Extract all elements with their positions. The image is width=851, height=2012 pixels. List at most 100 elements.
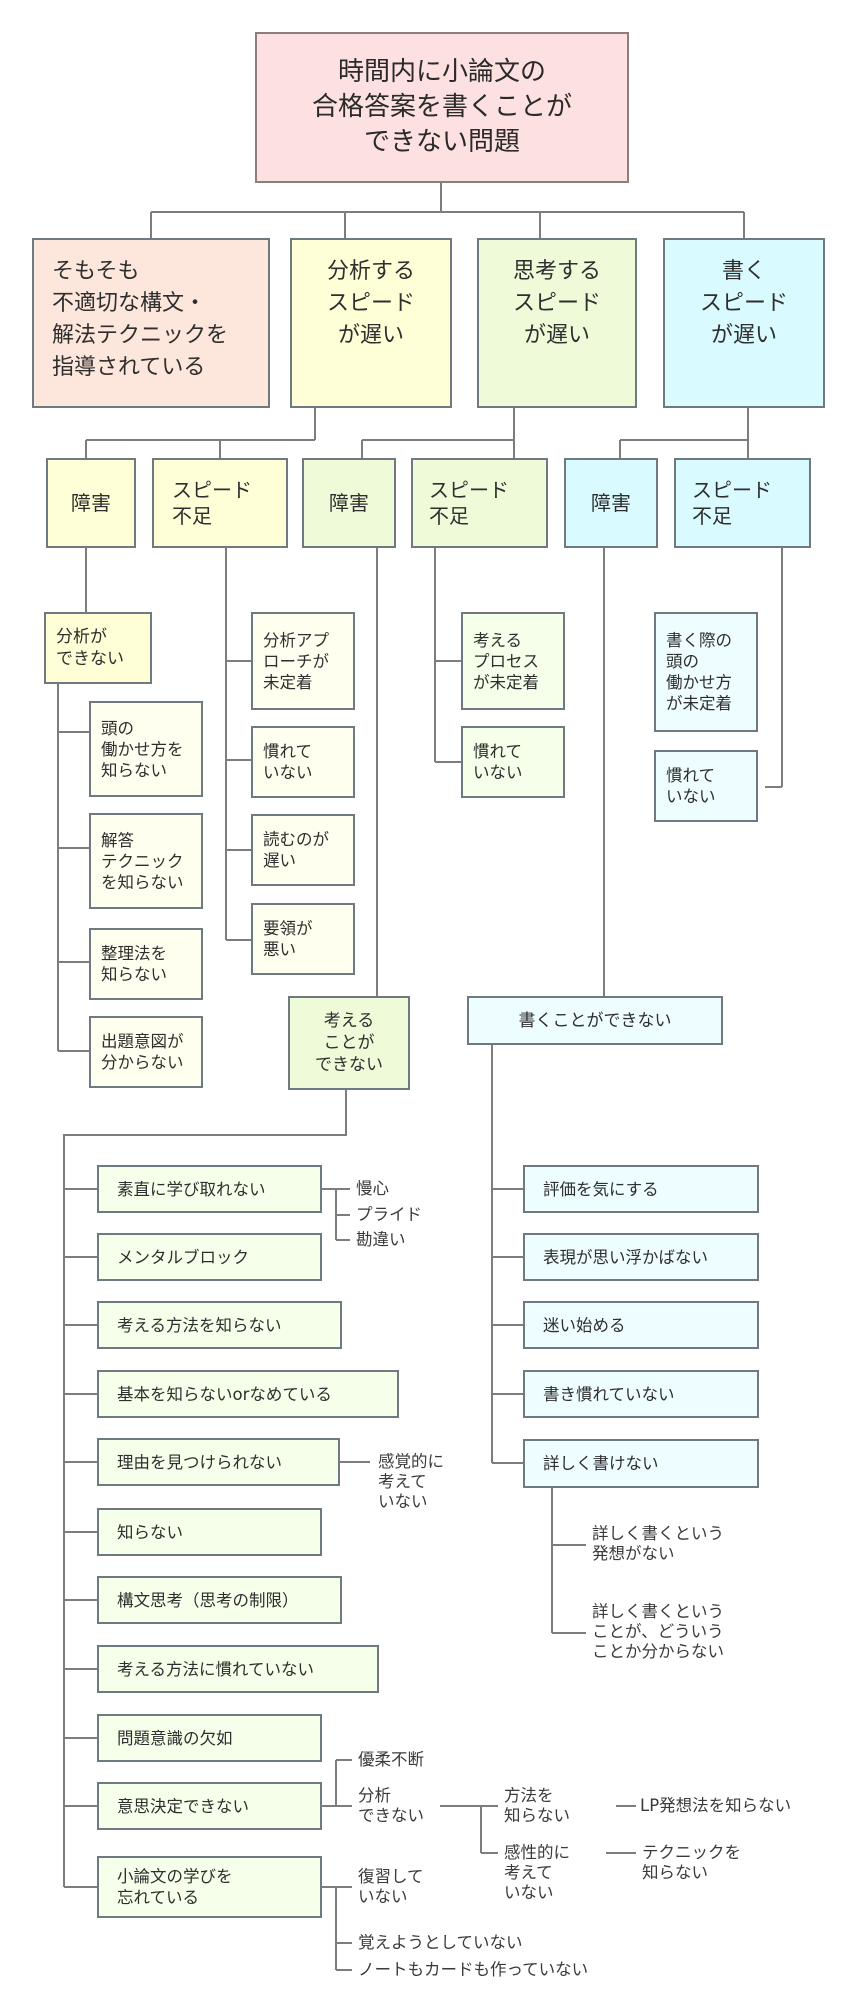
analysis-speed-cause-text: 読むのが 遅い [263, 830, 329, 870]
forget-sub-text: 覚えようとしていない [358, 1933, 523, 1952]
writing-speed-cause-box: 書く際の 頭の 働かせ方 が未定着 [654, 612, 758, 732]
thinking-cannot-text: 考える ことが できない [315, 1011, 383, 1075]
humble-sub-text: 慢心 [356, 1179, 389, 1198]
writing-cause-box: 詳しく書けない [523, 1439, 759, 1488]
category-writing-speed-text: 書く スピード が遅い [699, 259, 788, 348]
thinking-cause-box: 素直に学び取れない [97, 1165, 322, 1213]
analysis-cause-box: 整理法を 知らない [89, 928, 203, 1000]
category-wrong-teaching: そもそも 不適切な構文・ 解法テクニックを 指導されている [32, 238, 270, 408]
analysis-barrier-box: 障害 [46, 458, 136, 548]
category-analysis-speed-text: 分析する スピード が遅い [326, 259, 415, 348]
detail-sub-text: 詳しく書くという ことが、どういう ことか分からない [592, 1602, 724, 1661]
root-problem-text: 時間内に小論文の 合格答案を書くことが できない問題 [311, 57, 572, 157]
writing-cannot-text: 書くことができない [518, 1010, 672, 1031]
analysis-speed-cause-text: 要領が 悪い [263, 919, 313, 959]
writing-speed-cause-text: 慣れて いない [666, 766, 716, 806]
root-problem-box: 時間内に小論文の 合格答案を書くことが できない問題 [255, 32, 629, 183]
humble-sub-text: プライド [356, 1205, 422, 1224]
thinking-cause-text: 構文思考（思考の制限） [117, 1590, 299, 1610]
analysis-cannot-box: 分析が できない [44, 612, 152, 684]
category-wrong-teaching-text: そもそも 不適切な構文・ 解法テクニックを 指導されている [52, 259, 229, 380]
writing-cause-text: 評価を気にする [543, 1179, 659, 1199]
thinking-cause-box: 基本を知らないorなめている [97, 1370, 399, 1418]
writing-cause-text: 書き慣れていない [543, 1384, 675, 1404]
thinking-cause-box: 意思決定できない [97, 1782, 322, 1830]
analysis-cannot-text: 分析が できない [56, 627, 124, 669]
analysis-speed-cause-box: 要領が 悪い [251, 903, 355, 975]
thinking-cause-text: 基本を知らないorなめている [117, 1384, 332, 1404]
analysis-speed-shortage-text: スピード 不足 [172, 478, 252, 528]
thinking-cause-text: 素直に学び取れない [117, 1179, 266, 1199]
category-analysis-speed: 分析する スピード が遅い [290, 238, 452, 408]
writing-speed-shortage-text: スピード 不足 [692, 478, 772, 528]
thinking-cause-text: 考える方法に慣れていない [117, 1659, 315, 1679]
writing-speed-cause-text: 書く際の 頭の 働かせ方 が未定着 [666, 631, 732, 713]
writing-cannot-box: 書くことができない [467, 996, 723, 1045]
writing-cause-box: 書き慣れていない [523, 1370, 759, 1418]
thinking-cause-box: 考える方法を知らない [97, 1301, 342, 1349]
category-thinking-speed: 思考する スピード が遅い [477, 238, 637, 408]
writing-cause-text: 詳しく書けない [543, 1454, 659, 1473]
thinking-cause-box: 理由を見つけられない [97, 1438, 340, 1486]
reason-sub-text: 感覚的に 考えて いない [378, 1452, 444, 1511]
analysis-cause-text: 出題意図が 分からない [101, 1032, 184, 1072]
analysis-cause-text: 解答 テクニック を知らない [101, 830, 184, 892]
thinking-cause-text: 意思決定できない [117, 1796, 249, 1816]
analysis-speed-shortage-box: スピード 不足 [152, 458, 288, 548]
analysis-barrier-text: 障害 [71, 491, 111, 515]
writing-cause-box: 迷い始める [523, 1301, 759, 1349]
writing-barrier-text: 障害 [591, 491, 631, 515]
writing-cause-box: 評価を気にする [523, 1165, 759, 1213]
thinking-cause-box: 知らない [97, 1508, 322, 1556]
analysis-sub-text: 方法を 知らない [504, 1786, 570, 1825]
thinking-speed-shortage-text: スピード 不足 [429, 478, 509, 528]
analysis-sub-text: 感性的に 考えて いない [504, 1843, 570, 1902]
analysis-speed-cause-box: 慣れて いない [251, 726, 355, 798]
thinking-speed-shortage-box: スピード 不足 [411, 458, 548, 548]
detail-sub-text: 詳しく書くという 発想がない [592, 1524, 724, 1563]
analysis-speed-cause-text: 分析アプ ローチが 未定着 [263, 630, 329, 692]
thinking-cause-box: 構文思考（思考の制限） [97, 1576, 342, 1624]
writing-speed-cause-box: 慣れて いない [654, 750, 758, 822]
thinking-cause-text: 小論文の学びを 忘れている [117, 1867, 233, 1907]
thinking-cause-box: メンタルブロック [97, 1233, 322, 1281]
thinking-cause-text: 考える方法を知らない [117, 1315, 282, 1335]
thinking-cause-text: 知らない [117, 1522, 183, 1542]
thinking-speed-cause-box: 慣れて いない [461, 726, 565, 798]
thinking-cause-text: 問題意識の欠如 [117, 1728, 233, 1748]
analysis-cause-box: 解答 テクニック を知らない [89, 813, 203, 909]
humble-sub-text: 勘違い [356, 1230, 406, 1249]
analysis-speed-cause-text: 慣れて いない [263, 742, 313, 782]
forget-sub-text: ノートもカードも作っていない [358, 1960, 589, 1979]
writing-speed-shortage-box: スピード 不足 [674, 458, 811, 548]
thinking-cause-box: 小論文の学びを 忘れている [97, 1856, 322, 1918]
thinking-speed-cause-text: 考える プロセス が未定着 [473, 630, 539, 692]
writing-barrier-box: 障害 [564, 458, 658, 548]
analysis-speed-cause-box: 読むのが 遅い [251, 814, 355, 886]
analysis-cause-text: 頭の 働かせ方を 知らない [101, 718, 184, 780]
sense-sub-text: テクニックを 知らない [642, 1843, 741, 1882]
decide-sub-text: 優柔不断 [358, 1750, 424, 1769]
forget-sub-text: 復習して いない [358, 1867, 424, 1906]
category-thinking-speed-text: 思考する スピード が遅い [512, 259, 601, 348]
writing-cause-box: 表現が思い浮かばない [523, 1233, 759, 1281]
thinking-speed-cause-box: 考える プロセス が未定着 [461, 612, 565, 710]
thinking-cause-box: 考える方法に慣れていない [97, 1645, 379, 1693]
analysis-speed-cause-box: 分析アプ ローチが 未定着 [251, 612, 355, 710]
thinking-speed-cause-text: 慣れて いない [473, 742, 523, 782]
analysis-cause-box: 頭の 働かせ方を 知らない [89, 701, 203, 797]
thinking-barrier-box: 障害 [302, 458, 396, 548]
writing-cause-text: 迷い始める [543, 1315, 626, 1335]
category-writing-speed: 書く スピード が遅い [663, 238, 825, 408]
thinking-cause-box: 問題意識の欠如 [97, 1714, 322, 1762]
method-sub-text: LP発想法を知らない [640, 1796, 792, 1815]
thinking-barrier-text: 障害 [329, 491, 369, 515]
analysis-cause-box: 出題意図が 分からない [89, 1016, 203, 1088]
thinking-cause-text: メンタルブロック [117, 1247, 249, 1267]
analysis-cause-text: 整理法を 知らない [101, 944, 167, 984]
decide-sub-text: 分析 できない [358, 1786, 424, 1825]
writing-cause-text: 表現が思い浮かばない [543, 1247, 708, 1267]
thinking-cannot-box: 考える ことが できない [288, 996, 410, 1090]
thinking-cause-text: 理由を見つけられない [117, 1452, 282, 1472]
